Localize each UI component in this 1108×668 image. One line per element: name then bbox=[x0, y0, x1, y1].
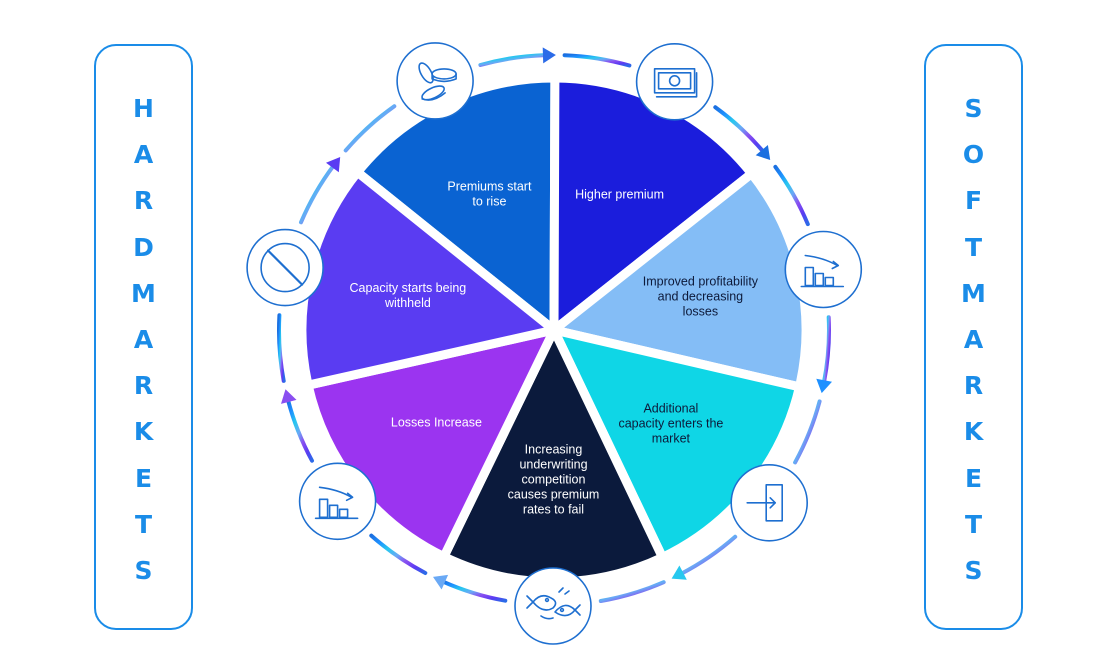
letter: H bbox=[133, 94, 154, 123]
segment-label-line: Additional bbox=[643, 401, 698, 415]
soft-markets-panel: S O F T M A R K E T S bbox=[924, 44, 1023, 630]
coins-icon bbox=[396, 42, 474, 120]
cycle-arc bbox=[793, 399, 822, 465]
cycle-arc bbox=[773, 164, 810, 227]
segment-label-line: underwriting bbox=[519, 458, 587, 472]
segment-label-line: causes premium bbox=[508, 488, 600, 502]
letter: M bbox=[961, 278, 986, 308]
letter: T bbox=[134, 509, 153, 539]
letter: S bbox=[134, 555, 153, 585]
letter: R bbox=[133, 186, 154, 216]
arrowhead-icon bbox=[755, 145, 771, 160]
cycle-arc bbox=[440, 579, 508, 603]
segment-label-line: and decreasing bbox=[658, 290, 744, 304]
letter: D bbox=[133, 232, 154, 262]
soft-markets-label: S O F T M A R K E T S bbox=[926, 86, 1021, 594]
letter: S bbox=[964, 555, 983, 585]
segment-label-line: Losses Increase bbox=[391, 416, 482, 430]
cycle-arc bbox=[562, 53, 632, 68]
letter: S bbox=[964, 94, 983, 123]
cycle-arc bbox=[598, 580, 666, 603]
segment-label-line: Improved profitability bbox=[643, 275, 759, 289]
letter: T bbox=[964, 509, 983, 539]
segment-label-line: competition bbox=[522, 473, 586, 487]
cycle-arc bbox=[821, 315, 831, 385]
arrowhead-icon bbox=[433, 574, 449, 590]
segment-label-line: withheld bbox=[384, 296, 431, 310]
letter: T bbox=[964, 232, 983, 262]
segment-label-line: market bbox=[652, 431, 691, 445]
cycle-arc bbox=[285, 397, 314, 463]
enter-door-icon bbox=[730, 463, 809, 542]
segment-label-line: Higher premium bbox=[575, 188, 664, 202]
cycle-arc bbox=[343, 104, 397, 153]
banknote-icon bbox=[635, 43, 714, 121]
letter: A bbox=[133, 140, 154, 170]
segment-label-line: Premiums start bbox=[447, 180, 532, 194]
letter: M bbox=[131, 278, 156, 308]
letter: R bbox=[133, 371, 154, 401]
segment-label-line: capacity enters the bbox=[618, 416, 723, 430]
cycle-arrows bbox=[276, 47, 832, 603]
chart-down-icon bbox=[784, 230, 863, 309]
cycle-arc bbox=[369, 533, 428, 575]
letter: A bbox=[133, 324, 154, 354]
chart-down-icon bbox=[298, 462, 377, 541]
cycle-arc bbox=[478, 53, 548, 67]
letter: E bbox=[964, 463, 983, 493]
segment-label-line: losses bbox=[683, 305, 718, 319]
letter: E bbox=[134, 463, 153, 493]
hard-markets-panel: H A R D M A R K E T S bbox=[94, 44, 193, 630]
segment-label-line: to rise bbox=[472, 195, 506, 209]
icon-ring bbox=[246, 42, 863, 645]
arrowhead-icon bbox=[542, 47, 556, 64]
cycle-arc bbox=[276, 313, 286, 383]
letter: O bbox=[962, 140, 985, 170]
segment-label-line: Capacity starts being bbox=[350, 281, 467, 295]
hard-markets-label: H A R D M A R K E T S bbox=[96, 86, 191, 594]
arrowhead-icon bbox=[671, 565, 687, 580]
arrowhead-icon bbox=[281, 389, 297, 404]
segment-group bbox=[297, 73, 811, 587]
arrowhead-icon bbox=[816, 378, 832, 394]
segment-label-line: Increasing bbox=[525, 443, 583, 457]
fish-compete-icon bbox=[514, 567, 592, 645]
letter: K bbox=[133, 417, 154, 447]
segment-label-line: rates to fail bbox=[523, 503, 584, 517]
letter: F bbox=[964, 186, 983, 216]
letter: A bbox=[963, 324, 984, 354]
letter: R bbox=[963, 371, 984, 401]
letter: K bbox=[963, 417, 984, 447]
no-entry-icon bbox=[246, 228, 324, 307]
arrowhead-icon bbox=[326, 157, 341, 173]
